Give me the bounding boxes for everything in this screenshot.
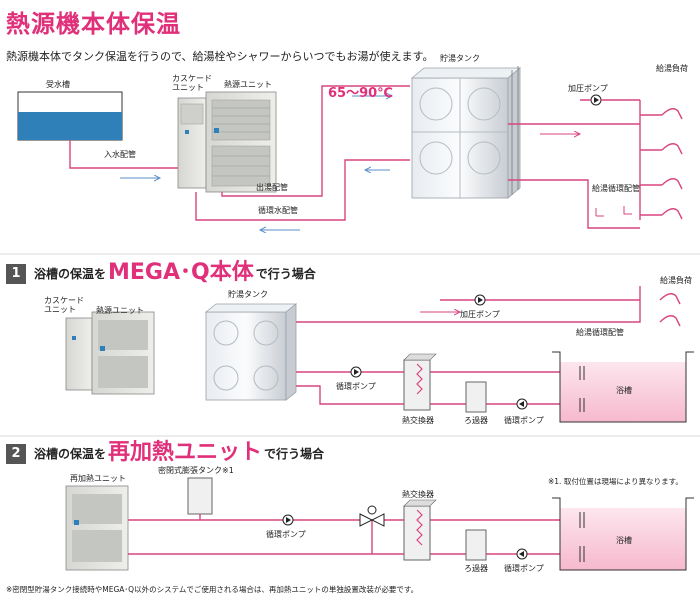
circ-pump-right-label: 循環ポンプ [504, 564, 544, 573]
circ-water-pipe-label: 循環水配管 [258, 206, 298, 215]
circ-pump-left-label: 循環ポンプ [336, 382, 376, 391]
filter-label: ろ過器 [464, 564, 488, 573]
circ-water-pipe [195, 159, 410, 221]
heat-exchanger-label: 熱交換器 [402, 416, 434, 425]
page-description: 熱源機本体でタンク保温を行うので、給湯栓やシャワーからいつでもお湯が使えます。 [6, 50, 434, 63]
storage-tank-icon [410, 66, 522, 199]
section-2-post: で行う場合 [264, 447, 325, 461]
section-1-highlight: MEGA･Q本体 [108, 260, 254, 285]
heat-exchanger-icon [403, 353, 437, 411]
booster-pump-icon [590, 94, 602, 106]
heat-unit-icon [91, 311, 155, 395]
expansion-tank-icon [187, 477, 213, 515]
page-title: 熱源機本体保温 [6, 10, 181, 38]
cascade-unit-icon [177, 97, 207, 189]
supply-circ-pipe [508, 179, 640, 229]
filter-icon [465, 381, 487, 413]
inlet-pipe [69, 140, 180, 169]
booster-pump-label: 加圧ポンプ [460, 310, 500, 319]
storage-tank-label: 貯湯タンク [440, 54, 480, 63]
circ-pump-icon [516, 398, 528, 410]
section-1-post: で行う場合 [255, 267, 316, 281]
booster-pump-label: 加圧ポンプ [568, 84, 608, 93]
heat-unit-label: 熱源ユニット [96, 306, 144, 315]
expansion-tank-label: 密閉式膨張タンク※1 [158, 466, 234, 475]
water-tank-icon [17, 91, 123, 141]
circ-pump-left-label: 循環ポンプ [266, 530, 306, 539]
reheat-unit-label: 再加熱ユニット [70, 474, 126, 483]
filter-icon [465, 529, 487, 561]
filter-label: ろ過器 [464, 416, 488, 425]
section-1-heading: 1 浴槽の保温を MEGA･Q本体 で行う場合 [6, 260, 316, 284]
outlet-pipe-label: 出湯配管 [256, 183, 288, 192]
bathtub-icon [552, 351, 694, 423]
valve-icon [359, 505, 385, 527]
booster-pump-icon [474, 294, 486, 306]
faucet-icon [659, 293, 681, 327]
supply-circ-pipe-label: 給湯循環配管 [592, 184, 640, 193]
circ-pump-icon [350, 366, 362, 378]
circ-pump-icon [516, 548, 528, 560]
cascade-unit-label: カスケード ユニット [172, 74, 212, 93]
section-2-heading: 2 浴槽の保温を 再加熱ユニット で行う場合 [6, 440, 324, 464]
inlet-pipe-label: 入水配管 [104, 150, 136, 159]
temperature-label: 65～90℃ [328, 86, 393, 101]
section-1-pre: 浴槽の保温を [34, 267, 107, 281]
supply-load-label: 給湯負荷 [660, 276, 692, 285]
supply-load-label: 給湯負荷 [656, 64, 688, 73]
circ-pump-icon [282, 514, 294, 526]
outlet-pipe [221, 85, 410, 197]
circ-pump-right-label: 循環ポンプ [504, 416, 544, 425]
diagram-top [17, 66, 683, 230]
faucet-icon [661, 108, 683, 220]
section-1-number: 1 [6, 264, 26, 284]
bathtub-label: 浴槽 [616, 386, 632, 395]
supply-circ-pipe-label: 給湯循環配管 [576, 328, 624, 337]
diagram-section-1 [65, 286, 694, 423]
heat-unit-icon [205, 91, 277, 193]
water-tank-label: 受水槽 [46, 80, 70, 89]
diagram-section-2 [65, 477, 694, 571]
section-2-number: 2 [6, 444, 26, 464]
storage-tank-label: 貯湯タンク [228, 290, 268, 299]
cascade-unit-icon [65, 317, 93, 391]
footer-note: ※密閉型貯湯タンク接続時やMEGA･Q以外のシステムでご使用される場合は、再加熱… [6, 585, 419, 594]
reheat-unit-icon [65, 485, 129, 571]
section-2-pre: 浴槽の保温を [34, 447, 107, 461]
installation-note: ※1. 取付位置は現場により異なります。 [548, 477, 683, 486]
storage-tank-icon [204, 303, 298, 401]
heat-exchanger-label: 熱交換器 [402, 490, 434, 499]
bathtub-icon [552, 497, 694, 571]
bathtub-label: 浴槽 [616, 536, 632, 545]
cascade-unit-label: カスケード ユニット [44, 296, 84, 315]
heat-exchanger-icon [403, 499, 437, 561]
heat-unit-label: 熱源ユニット [224, 80, 272, 89]
section-2-highlight: 再加熱ユニット [108, 440, 263, 465]
